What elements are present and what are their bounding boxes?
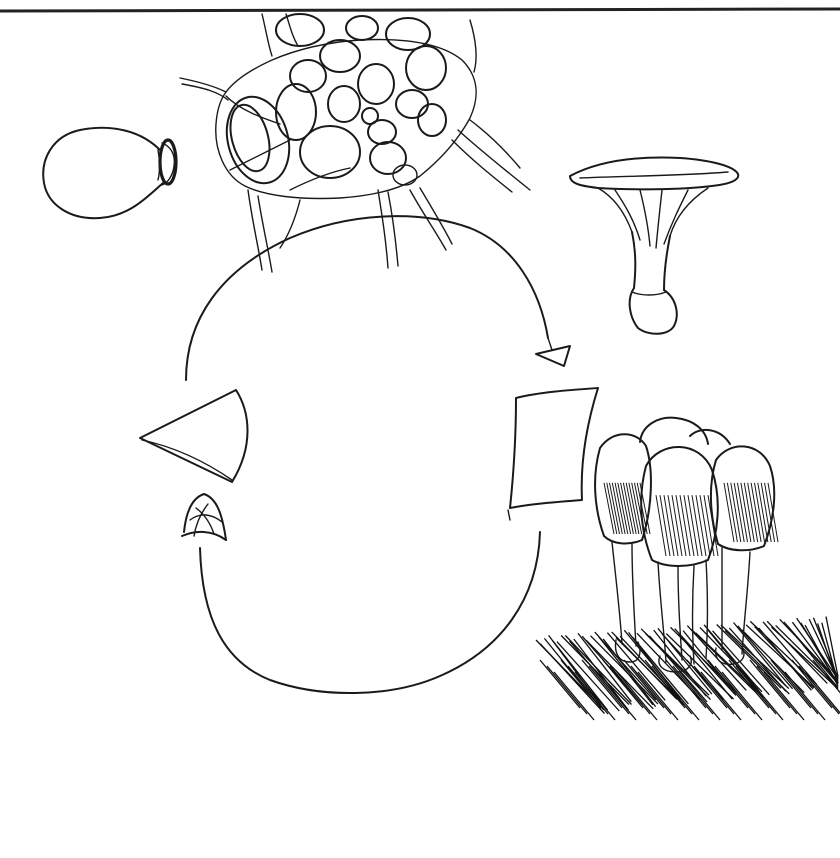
cap-hatch-line [615,483,625,534]
cap-hatch-line [621,483,631,534]
arrowhead-right [536,346,570,366]
shadow-hatch-line [694,666,734,714]
shadow-hatch-line [603,639,655,707]
shadow-hatch-line [575,672,615,720]
single-mushroom-drawing [570,158,738,334]
cap-hatch-line [632,483,642,534]
spore-cone-drawing [140,390,248,482]
shadow-hatch-line [582,660,622,708]
shadow-hatch-line [557,642,619,711]
cap-hatch-line [607,483,617,534]
cap-hatch-line [612,483,622,534]
shadow-hatch-line [715,666,755,714]
cap-hatch-line [629,483,639,534]
shadow-hatch-line [708,660,748,708]
mushroom-cluster-drawing [536,418,840,720]
shadow-hatch-line [596,672,636,720]
shadow-hatch-line [654,630,706,696]
shadow-hatch-line [687,660,727,708]
cap-hatch-line [604,483,614,534]
hyphae-network-drawing [180,14,530,272]
cap-shading [604,483,778,556]
cap-hatch-line [610,483,620,534]
cap-hatch-line [623,483,633,534]
cap-hatch-line [635,483,645,534]
primordium-plate-drawing [508,388,598,520]
shadow-hatch-line [743,672,783,720]
primordium-drawing [182,494,226,540]
cap-hatch-line [626,483,636,534]
spore-bulb-drawing [43,128,176,218]
shadow-hatch-line [757,666,797,714]
cap-hatch-line [618,483,628,534]
shadow-hatch-line [799,666,839,714]
top-border-line [0,9,840,11]
